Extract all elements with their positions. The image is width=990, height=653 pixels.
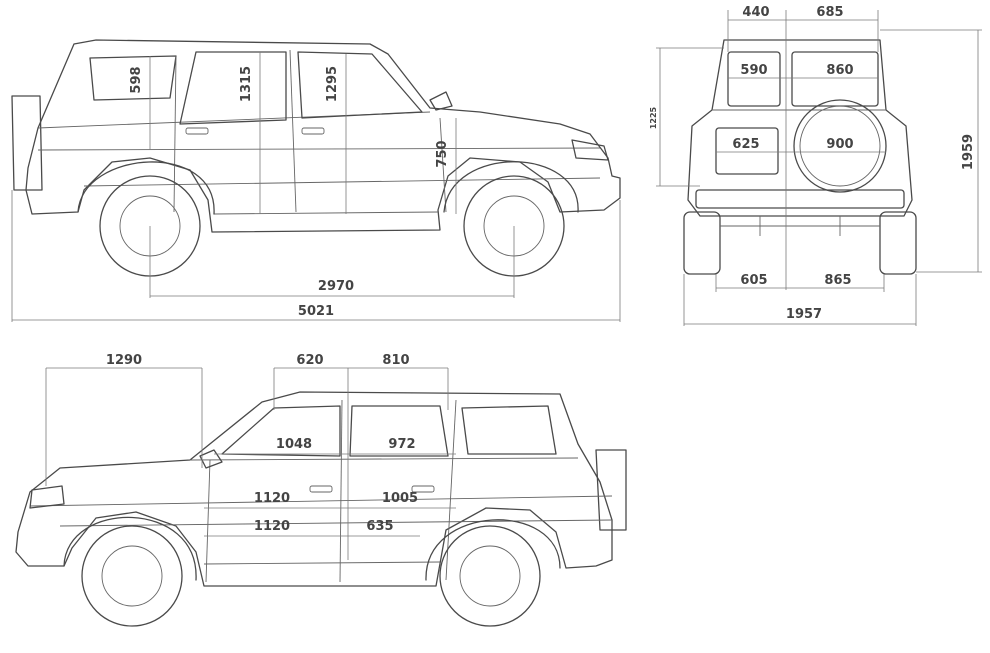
side-right-front-arch	[63, 516, 197, 581]
dim-label-5021: 5021	[298, 304, 334, 319]
side-right-spare-wheel	[595, 449, 627, 531]
rear-label-1957: 1957	[786, 307, 822, 322]
rear-label-1959: 1959	[961, 134, 976, 170]
side-right-rear-handle	[411, 485, 435, 493]
side-right-body-outline	[15, 391, 613, 587]
side-left-body-outline	[25, 39, 621, 233]
rear-bumper	[695, 189, 905, 209]
side-right-door-split	[339, 399, 343, 583]
dim-label-2970: 2970	[318, 279, 354, 294]
rear-label-625: 625	[732, 137, 759, 152]
rear-left-window	[727, 51, 781, 107]
side-left-sill-line	[213, 211, 439, 215]
side-view-left: 598 1315 1295 750 2970 5021	[11, 39, 621, 322]
dim-label-750: 750	[435, 140, 450, 167]
dim-label-598: 598	[129, 66, 144, 93]
rear-label-900: 900	[826, 137, 853, 152]
rear-label-1225: 1225	[649, 106, 658, 129]
rear-spare-rim	[799, 105, 881, 187]
side-left-mid-line	[37, 147, 601, 151]
side-left-rear-handle	[185, 127, 209, 135]
side-left-front-handle	[301, 127, 325, 135]
side-right-lower-line	[59, 519, 613, 527]
side-right-rear-wheel	[439, 525, 541, 627]
dim-label-972: 972	[388, 437, 415, 452]
dim-label-1290: 1290	[106, 353, 142, 368]
side-left-rear-arch	[77, 161, 215, 215]
side-left-rear-window	[89, 55, 177, 101]
side-right-front-handle	[309, 485, 333, 493]
dim-label-1048: 1048	[276, 437, 312, 452]
rear-left-tire	[683, 211, 721, 275]
side-right-mid-line	[29, 495, 613, 507]
side-right-front-window	[221, 405, 341, 457]
rear-body-outline	[687, 39, 913, 217]
rear-right-tire	[879, 211, 917, 275]
side-left-lower-line	[83, 177, 601, 187]
side-view-right: 1290 620 810 1048 972 1120 1005 1120 635	[15, 353, 627, 627]
side-right-sill-line	[203, 561, 441, 565]
side-left-mid-window	[179, 51, 287, 125]
rear-label-440: 440	[742, 5, 769, 20]
dim-label-1120-b: 1120	[254, 519, 290, 534]
rear-spare-wheel-outline	[11, 95, 43, 191]
side-left-rear-door-edge	[173, 55, 177, 213]
side-right-front-wheel	[81, 525, 183, 627]
rear-plate	[715, 127, 779, 175]
side-right-rear-window	[349, 405, 449, 457]
rear-axle	[720, 216, 880, 236]
side-right-belt-line	[189, 457, 579, 461]
rear-label-605: 605	[740, 273, 767, 288]
rear-view: 440 685 590 860 1225 625 900 1959 605 86…	[649, 5, 982, 326]
side-left-front-window	[297, 51, 423, 119]
side-right-front-rim	[101, 545, 163, 607]
rear-spare-wheel	[793, 99, 887, 193]
side-left-front-door-edge	[439, 117, 447, 213]
side-left-door-split	[289, 49, 297, 213]
dim-label-620: 620	[296, 353, 323, 368]
dim-label-1005: 1005	[382, 491, 418, 506]
side-right-quarter-window	[461, 405, 557, 455]
side-right-rear-arch	[425, 519, 561, 581]
side-right-front-door-edge	[205, 459, 211, 583]
side-right-headlight	[29, 485, 65, 509]
rear-label-590: 590	[740, 63, 767, 78]
side-right-rear-rim	[459, 545, 521, 607]
dim-label-1315: 1315	[239, 66, 254, 102]
rear-label-685: 685	[816, 5, 843, 20]
side-left-front-arch	[443, 161, 579, 213]
side-right-rear-door-edge	[445, 399, 457, 581]
dim-label-810: 810	[382, 353, 409, 368]
rear-label-865: 865	[824, 273, 851, 288]
side-left-headlight	[571, 139, 609, 161]
side-left-mirror	[429, 91, 453, 111]
side-right-mirror	[199, 449, 223, 469]
dim-label-1120-a: 1120	[254, 491, 290, 506]
rear-right-window	[791, 51, 879, 107]
rear-label-860: 860	[826, 63, 853, 78]
dim-label-1295: 1295	[325, 66, 340, 102]
dim-label-635: 635	[366, 519, 393, 534]
